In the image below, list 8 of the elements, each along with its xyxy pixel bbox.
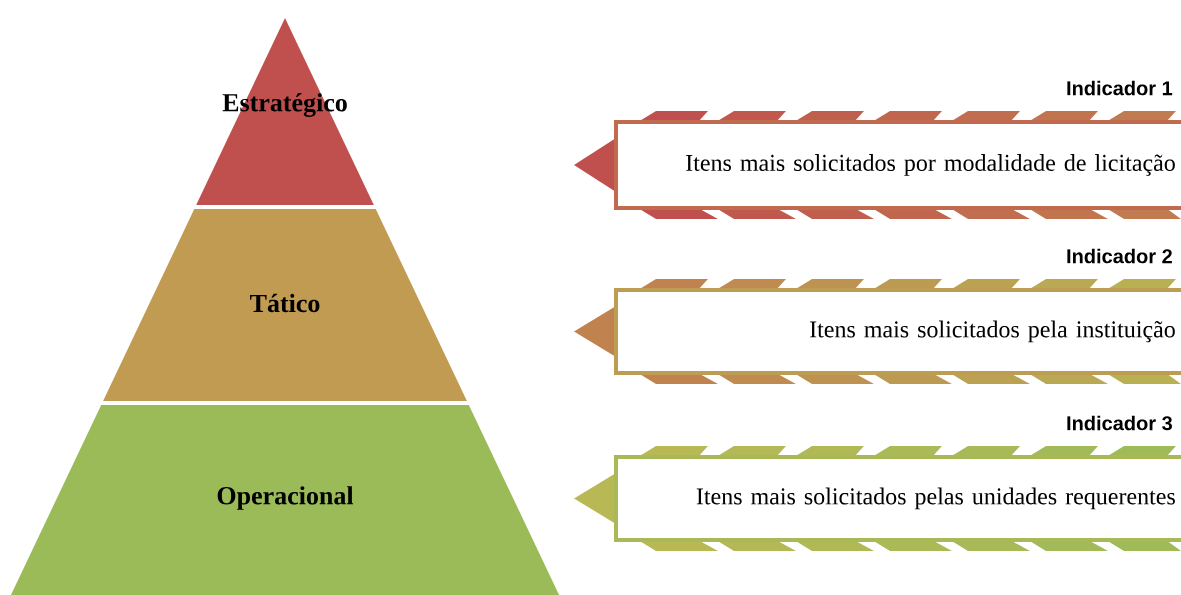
pyramid-level: Tático <box>103 209 467 401</box>
indicator-heading: Indicador 2 <box>1067 248 1172 264</box>
pyramid-level: Operacional <box>8 405 562 595</box>
indicator-heading: Indicador 3 <box>1067 415 1172 431</box>
text-box: Itens mais solicitados pela instituição <box>614 288 1181 375</box>
text-box: Itens mais solicitados pelas unidades requerentes <box>614 455 1181 542</box>
text-box: Itens mais solicitados por modalidade de licitação <box>614 120 1181 210</box>
indicator-heading: Indicador 1 <box>1067 80 1173 96</box>
